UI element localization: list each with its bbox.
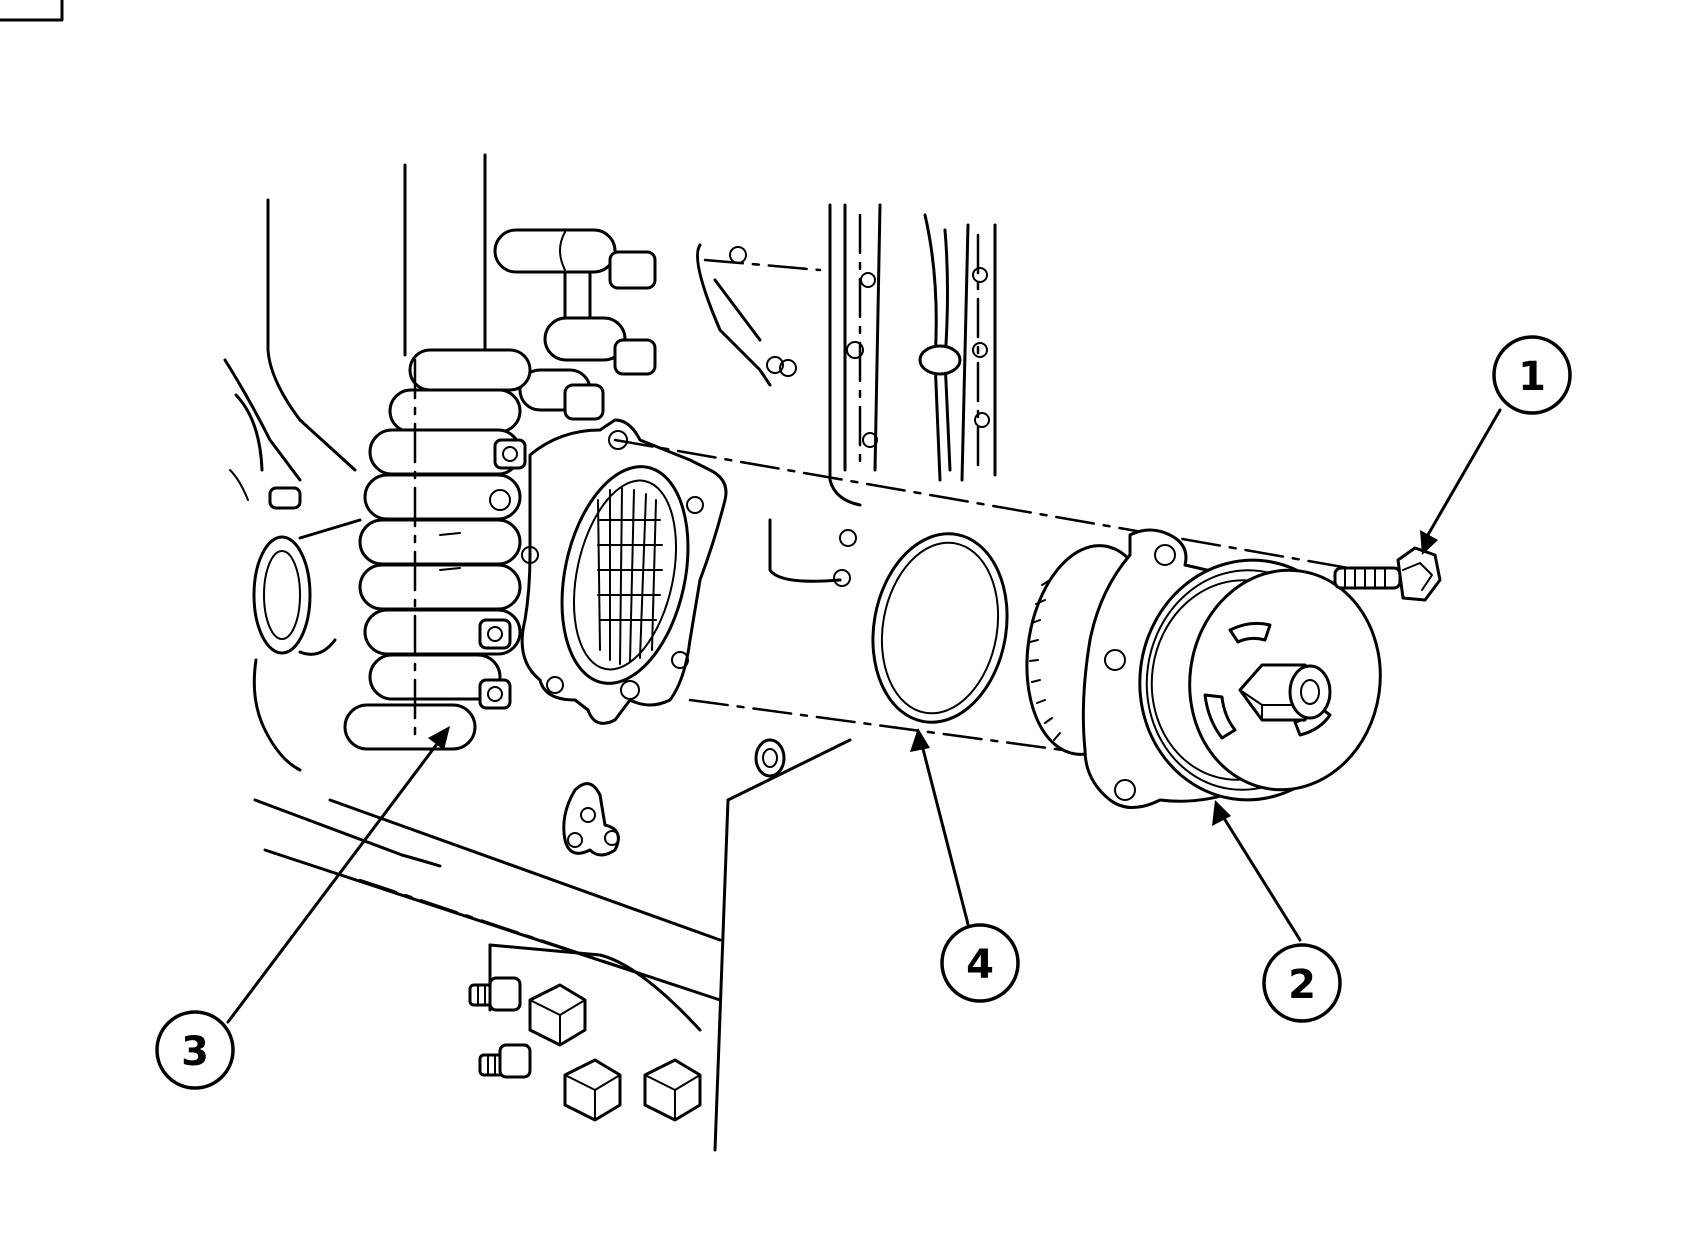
callout-3-label: 3	[181, 1029, 209, 1075]
upper-housing	[696, 203, 997, 587]
ribbed-housing	[343, 348, 532, 751]
hex-bolt	[528, 983, 587, 1047]
alignment-line-lower	[688, 698, 1102, 757]
callout-4-label: 4	[966, 942, 994, 988]
hex-bolt	[563, 1058, 622, 1122]
water-pump	[1025, 528, 1382, 809]
callout-4: 4	[940, 923, 1020, 1003]
lower-bolts	[468, 943, 702, 1122]
hex-bolt	[643, 1058, 702, 1122]
hex-bolt	[468, 976, 522, 1012]
small-flange	[562, 782, 620, 857]
tube-cluster	[343, 228, 657, 751]
seal-ring	[871, 532, 1009, 724]
arrowhead-2	[1212, 800, 1231, 826]
capscrew	[1333, 546, 1442, 602]
hex-bolt	[478, 1043, 532, 1079]
arrowhead-1	[1420, 530, 1438, 555]
page-corner-mark	[0, 0, 64, 22]
engine-block	[223, 153, 852, 1152]
callout-1: 1	[1492, 335, 1572, 415]
callout-1-label: 1	[1518, 354, 1546, 400]
callout-2-label: 2	[1288, 962, 1316, 1008]
leader-lines	[226, 408, 1502, 1024]
callout-2: 2	[1262, 943, 1342, 1023]
mounting-flange	[520, 418, 728, 725]
alignment-line-upper	[613, 438, 1362, 572]
callout-3: 3	[155, 1010, 235, 1090]
arrowhead-3	[428, 726, 450, 750]
arrowhead-4	[910, 728, 930, 752]
